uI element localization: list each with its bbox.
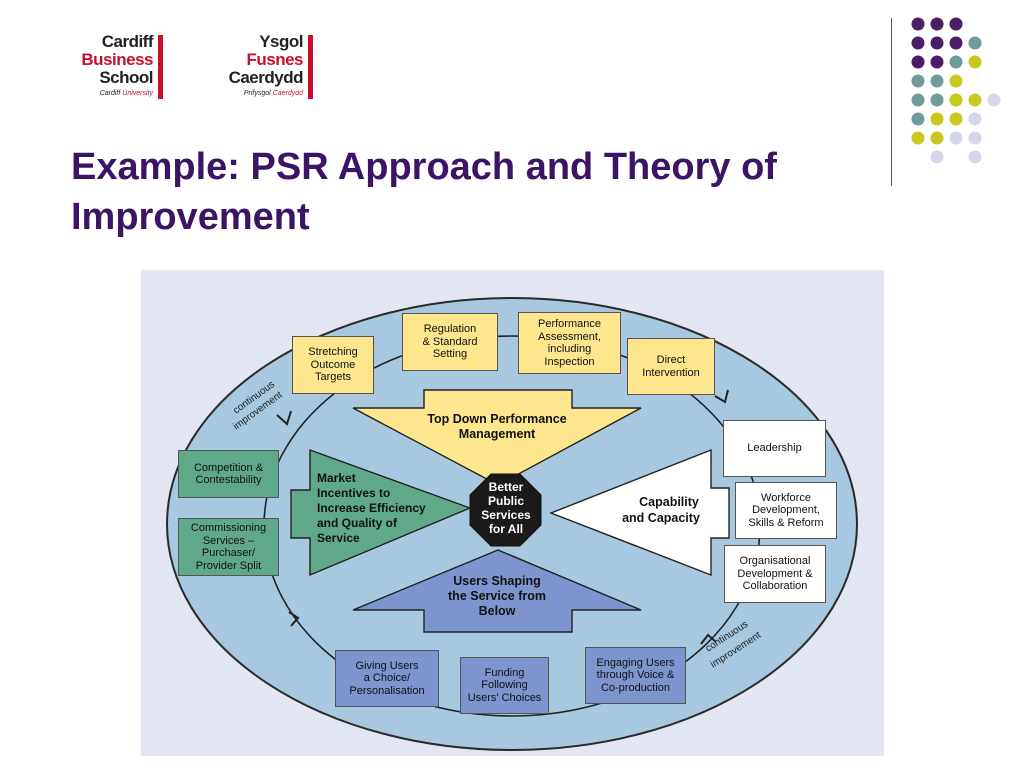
ysgol-fusnes-caerdydd-logo: Ysgol Fusnes Caerdydd Prifysgol Caerdydd (195, 33, 315, 107)
cycle-chevron-4 (700, 633, 717, 645)
users-shaping-arrow (352, 549, 642, 633)
decorative-dot (930, 150, 944, 164)
box-organisational-development: Organisational Development & Collaborati… (724, 545, 826, 603)
logo-cy-bar (308, 35, 313, 99)
logo-en-sub-a: Cardiff (99, 90, 121, 97)
decorative-dot (930, 36, 944, 50)
decorative-dot (930, 74, 944, 88)
logo-en-sub-b: University (122, 90, 153, 97)
diagram-svg: Top Down Performance Management Market I… (166, 297, 858, 751)
decorative-dot (911, 93, 925, 107)
decorative-dot (930, 112, 944, 126)
decorative-dot (930, 93, 944, 107)
box-workforce-development: Workforce Development, Skills & Reform (735, 482, 837, 539)
logo-en-sub: Cardiff University (100, 90, 153, 97)
logo-cy-line1: Ysgol (259, 32, 303, 51)
box-giving-users-choice: Giving Users a Choice/ Personalisation (335, 650, 439, 707)
decorative-dot (968, 55, 982, 69)
decorative-dot (911, 112, 925, 126)
top-down-arrow (352, 389, 642, 486)
left-arrow-line2: Incentives to (317, 486, 390, 500)
logo-en-line3: School (99, 68, 153, 87)
decorative-dot (911, 131, 925, 145)
box-engaging-users: Engaging Users through Voice & Co-produc… (585, 647, 686, 704)
center-line1: Better (489, 480, 524, 494)
box-direct-intervention: Direct Intervention (627, 338, 715, 395)
left-arrow-line3: Increase Efficiency (317, 501, 426, 515)
decorative-dot (911, 74, 925, 88)
decorative-dot (911, 55, 925, 69)
center-octagon (469, 473, 542, 547)
top-arrow-line1: Top Down Performance (427, 412, 566, 426)
logo-en-line1: Cardiff (101, 32, 154, 51)
top-arrow-line2: Management (459, 427, 536, 441)
bottom-arrow-line3: Below (479, 604, 516, 618)
box-competition-contestability: Competition & Contestability (178, 450, 279, 498)
box-funding-following-users: Funding Following Users' Choices (460, 657, 549, 714)
capability-arrow (549, 448, 730, 577)
center-line2: Public (488, 494, 524, 508)
center-line4: for All (489, 522, 523, 536)
bottom-arrow-line2: the Service from (448, 589, 546, 603)
box-regulation-standard-setting: Regulation & Standard Setting (402, 313, 498, 371)
decorative-dot (949, 93, 963, 107)
cycle-chevron-2 (714, 389, 729, 404)
logo-cy-line3: Caerdydd (228, 68, 304, 87)
decorative-dot (987, 93, 1001, 107)
decorative-dot (949, 36, 963, 50)
right-arrow-line1: Capability (639, 495, 699, 509)
logo-en-bar (158, 35, 163, 99)
decorative-dot (949, 112, 963, 126)
decorative-dot-grid (911, 17, 1001, 164)
decorative-dot (968, 150, 982, 164)
left-arrow-line4: and Quality of (317, 516, 398, 530)
left-arrow-line1: Market (317, 471, 356, 485)
decorative-dot (968, 112, 982, 126)
right-arrow-line2: and Capacity (622, 511, 700, 525)
box-stretching-outcome-targets: Stretching Outcome Targets (292, 336, 374, 394)
logo-cy-sub-b: Caerdydd (272, 90, 303, 97)
decorative-dot (911, 17, 925, 31)
box-performance-assessment: Performance Assessment, including Inspec… (518, 312, 621, 374)
decorative-dot (949, 55, 963, 69)
decorative-dot (949, 74, 963, 88)
box-commissioning-services: Commissioning Services – Purchaser/ Prov… (178, 518, 279, 576)
cycle-chevron-1 (276, 410, 292, 426)
cycle-chevron-3 (288, 611, 300, 627)
decorative-dot (968, 93, 982, 107)
decorative-dot (930, 17, 944, 31)
logo-cy-line2: Fusnes (246, 50, 303, 69)
cardiff-business-school-logo: Cardiff Business School Cardiff Universi… (55, 33, 165, 107)
decorative-dot (968, 131, 982, 145)
slide-title: Example: PSR Approach and Theory of Impr… (71, 146, 777, 238)
logo-en-line2: Business (81, 50, 153, 69)
logo-cy-sub: Prifysgol Caerdydd (244, 90, 303, 97)
center-line3: Services (481, 508, 531, 522)
box-leadership: Leadership (723, 420, 826, 477)
bottom-arrow-line1: Users Shaping (453, 574, 541, 588)
decorative-dot (949, 17, 963, 31)
decorative-dot (949, 131, 963, 145)
decorative-dot (930, 55, 944, 69)
left-arrow-line5: Service (317, 531, 360, 545)
divider-line (891, 18, 892, 186)
decorative-dot (930, 131, 944, 145)
decorative-dot (968, 36, 982, 50)
logo-cy-sub-a: Prifysgol (243, 90, 271, 97)
decorative-dot (911, 36, 925, 50)
diagram-panel: Top Down Performance Management Market I… (141, 270, 884, 756)
market-incentives-arrow (290, 449, 472, 577)
